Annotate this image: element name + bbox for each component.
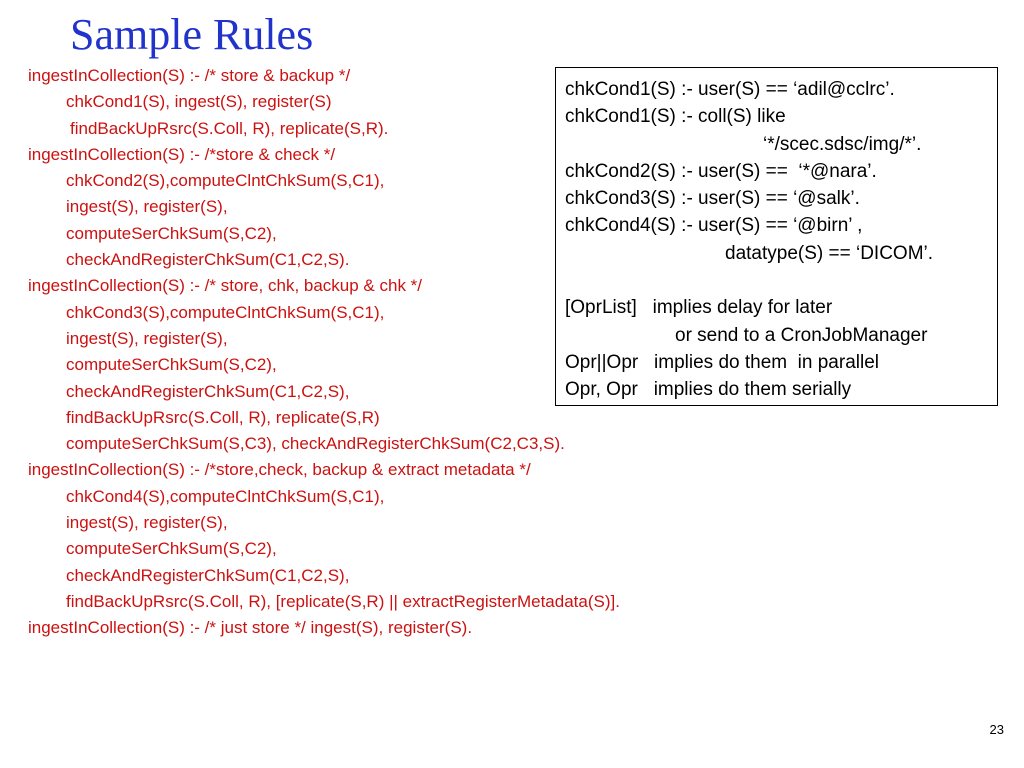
condition-line: Opr, Opr implies do them serially — [565, 379, 852, 401]
rule-body-line: ingest(S), register(S), — [66, 513, 228, 533]
rule-body-line: chkCond3(S),computeClntChkSum(S,C1), — [66, 302, 385, 322]
rule-head: ingestInCollection(S) :- /*store & check… — [28, 144, 336, 164]
rule-body-line: findBackUpRsrc(S.Coll, R), replicate(S,R… — [66, 407, 380, 427]
conditions-box: chkCond1(S) :- user(S) == ‘adil@cclrc’. c… — [555, 67, 998, 406]
rule-body-line: chkCond1(S), ingest(S), register(S) — [66, 92, 332, 112]
condition-line: ‘*/scec.sdsc/img/*’. — [763, 133, 922, 155]
rule-body-line: computeSerChkSum(S,C3), checkAndRegister… — [66, 434, 565, 454]
condition-line: chkCond2(S) :- user(S) == ‘*@nara’. — [565, 160, 877, 182]
rule-body-line: chkCond2(S),computeClntChkSum(S,C1), — [66, 171, 385, 191]
condition-line: Opr||Opr implies do them in parallel — [565, 351, 879, 373]
rules-list: ingestInCollection(S) :- /* store & back… — [28, 63, 748, 642]
blank-line — [565, 267, 997, 294]
rule-head: ingestInCollection(S) :- /*store,check, … — [28, 460, 531, 480]
rule-head: ingestInCollection(S) :- /* just store *… — [28, 618, 473, 638]
condition-line: or send to a CronJobManager — [675, 324, 928, 346]
condition-line: chkCond1(S) :- coll(S) like — [565, 106, 786, 128]
rule-body-line: computeSerChkSum(S,C2), — [66, 223, 277, 243]
slide-title: Sample Rules — [70, 10, 314, 59]
rule-body-line: findBackUpRsrc(S.Coll, R), [replicate(S,… — [66, 591, 620, 611]
rule-body-line: ingest(S), register(S), — [66, 197, 228, 217]
rule-body-line: computeSerChkSum(S,C2), — [66, 539, 277, 559]
page-number: 23 — [989, 722, 1004, 737]
condition-line: [OprList] implies delay for later — [565, 297, 833, 319]
rule-head: ingestInCollection(S) :- /* store, chk, … — [28, 276, 423, 296]
rule-head: ingestInCollection(S) :- /* store & back… — [28, 66, 351, 85]
rule-body-line: computeSerChkSum(S,C2), — [66, 355, 277, 375]
rule-body-line: ingest(S), register(S), — [66, 328, 228, 348]
condition-line: chkCond4(S) :- user(S) == ‘@birn’ , — [565, 215, 863, 237]
rule-body-line: checkAndRegisterChkSum(C1,C2,S). — [66, 250, 350, 270]
rule-body-line: chkCond4(S),computeClntChkSum(S,C1), — [66, 486, 385, 506]
condition-line: chkCond1(S) :- user(S) == ‘adil@cclrc’. — [565, 79, 895, 100]
condition-line: datatype(S) == ‘DICOM’. — [725, 242, 934, 264]
rule-body-line: checkAndRegisterChkSum(C1,C2,S), — [66, 381, 350, 401]
rule-body-line: findBackUpRsrc(S.Coll, R), replicate(S,R… — [70, 118, 389, 138]
rule-body-line: checkAndRegisterChkSum(C1,C2,S), — [66, 565, 350, 585]
condition-line: chkCond3(S) :- user(S) == ‘@salk’. — [565, 188, 860, 210]
